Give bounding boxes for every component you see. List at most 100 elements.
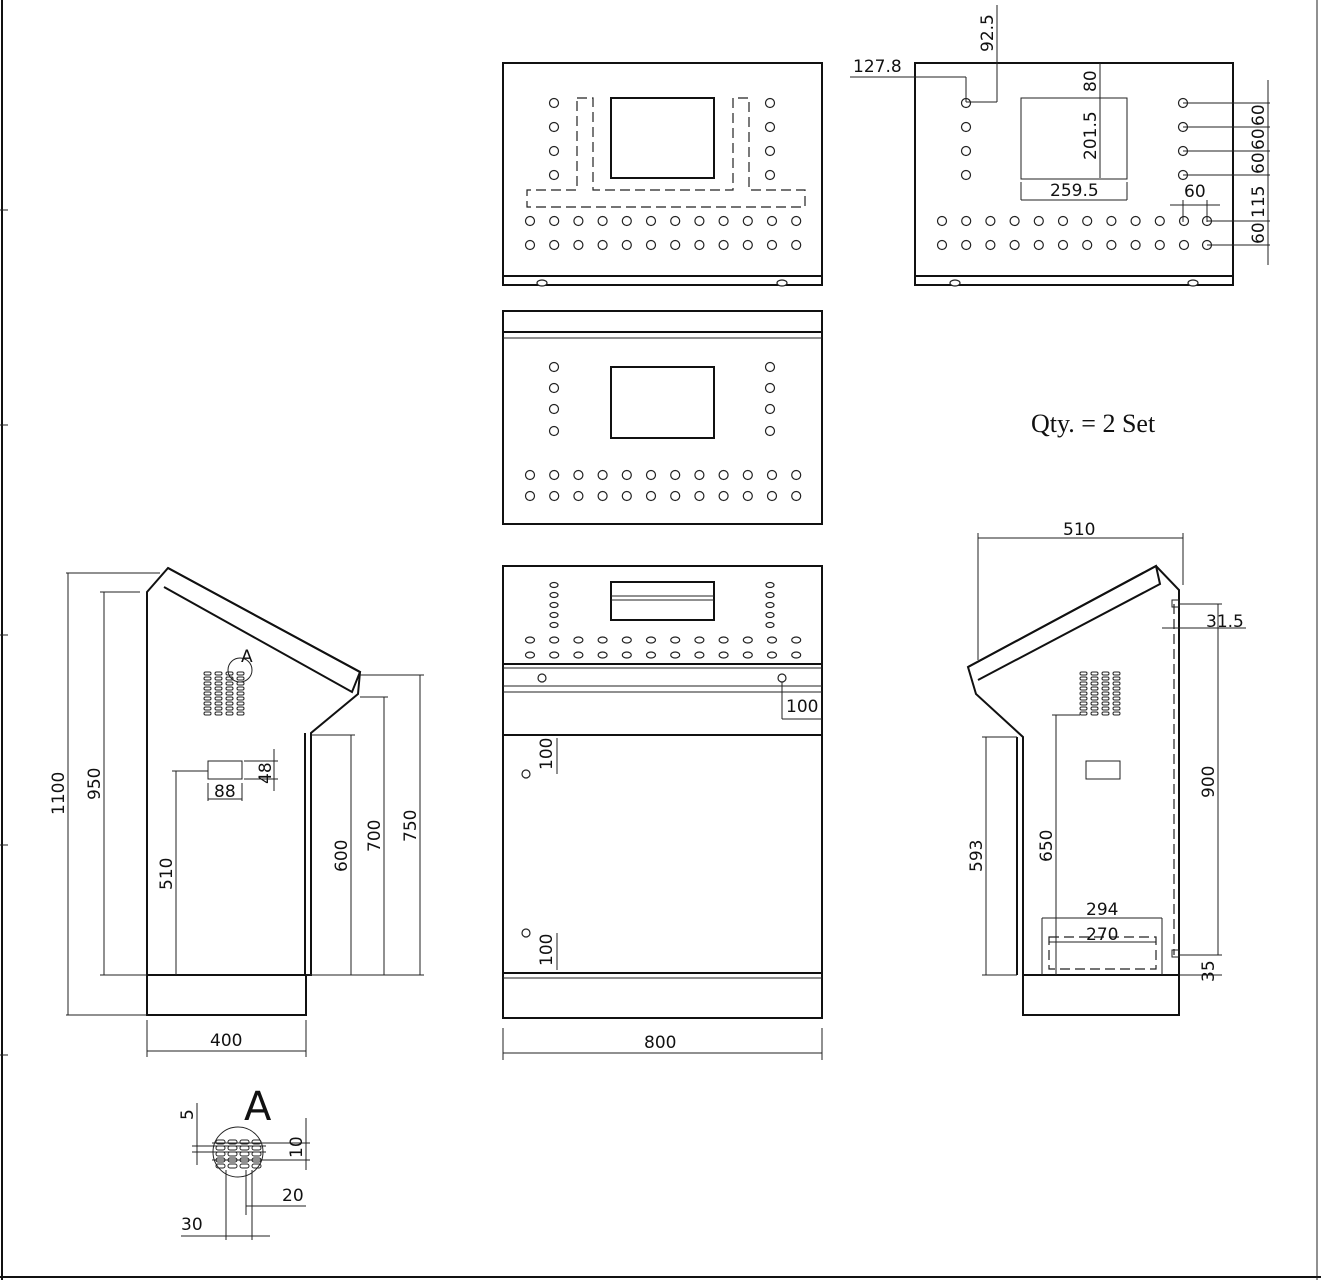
vent-slot (239, 1139, 250, 1145)
vent-slot (251, 1163, 262, 1169)
vent-slot (1101, 686, 1110, 691)
hole (670, 215, 681, 227)
vent-slot (1079, 701, 1088, 706)
vent-slot (225, 696, 234, 701)
hole (766, 215, 778, 227)
hole (765, 621, 775, 629)
vent-slot (236, 676, 245, 681)
hole (645, 215, 657, 227)
hole (548, 97, 560, 109)
vent-slot (1101, 696, 1110, 701)
vent-slot (214, 701, 223, 706)
hole (1057, 239, 1069, 251)
hole (549, 601, 559, 609)
hole (694, 469, 705, 481)
vent-slot (203, 711, 212, 716)
vent-slot (236, 696, 245, 701)
vent-slot (1101, 671, 1110, 676)
hole (549, 239, 560, 251)
hole (670, 651, 681, 659)
middle-panel-view (502, 310, 823, 525)
vent-slot (239, 1163, 250, 1169)
vent-slot (1101, 681, 1110, 686)
hole (960, 145, 972, 157)
hole (694, 636, 705, 644)
hole (764, 121, 776, 133)
hole (670, 239, 681, 251)
vent-slot (203, 701, 212, 706)
hole (694, 490, 705, 502)
hole (718, 490, 729, 502)
hole (764, 145, 776, 157)
hole (764, 382, 776, 394)
vent-slot (214, 711, 223, 716)
dim-950: 950 (85, 768, 105, 800)
hole (765, 611, 775, 619)
dim-100-mid: 100 (537, 738, 557, 770)
hole (670, 636, 681, 644)
dim-20: 20 (282, 1186, 304, 1206)
hole (645, 636, 657, 644)
detail-a (181, 1103, 310, 1240)
dim-510: 510 (157, 858, 177, 890)
hole (645, 469, 657, 481)
vent-slot (1079, 696, 1088, 701)
hole (960, 121, 972, 133)
hole (621, 636, 632, 644)
hole (573, 469, 584, 481)
vent-slot (214, 691, 223, 696)
vent-slot (1090, 681, 1099, 686)
vent-slot (225, 706, 234, 711)
hole (1082, 239, 1093, 251)
vent-slot (236, 706, 245, 711)
hole (718, 215, 729, 227)
dim-88: 88 (214, 782, 236, 802)
hole (1178, 215, 1190, 227)
vent-slot (1079, 671, 1088, 676)
hole (766, 490, 778, 502)
dim-400: 400 (210, 1031, 242, 1051)
vent-slot (225, 711, 234, 716)
hole (791, 490, 802, 502)
vent-slot (1090, 686, 1099, 691)
hole (742, 469, 753, 481)
hole (549, 469, 560, 481)
hole (936, 215, 948, 227)
dim-10: 10 (287, 1136, 307, 1158)
dim-60-b: 60 (1249, 128, 1269, 150)
vent-slot (1101, 691, 1110, 696)
hole (1009, 239, 1020, 251)
hole (549, 651, 560, 659)
dim-30: 30 (181, 1215, 203, 1235)
hole (766, 469, 778, 481)
vent-slot (1101, 701, 1110, 706)
hole (694, 215, 705, 227)
vent-slot (1112, 696, 1121, 701)
hole (1057, 215, 1069, 227)
vent-slot (214, 676, 223, 681)
hole (742, 490, 753, 502)
vent-slot (1112, 691, 1121, 696)
vent-slot (1090, 676, 1099, 681)
dim-100-bottom: 100 (537, 934, 557, 966)
vent-slot (1090, 706, 1099, 711)
hole (764, 403, 776, 415)
vent-slot (214, 696, 223, 701)
dim-115: 115 (1249, 186, 1269, 218)
vent-slot (239, 1145, 250, 1151)
vent-slot (1101, 676, 1110, 681)
hole (718, 239, 729, 251)
vent-slot (225, 681, 234, 686)
hole (961, 239, 972, 251)
hole (548, 382, 560, 394)
dim-201-5: 201.5 (1081, 111, 1101, 160)
vent-slot (1090, 701, 1099, 706)
hole (573, 239, 584, 251)
dim-700: 700 (365, 820, 385, 852)
callout-a: A (241, 647, 253, 667)
hole (961, 215, 972, 227)
hole (549, 591, 559, 599)
hole (764, 169, 776, 181)
dim-60-a: 60 (1249, 104, 1269, 126)
